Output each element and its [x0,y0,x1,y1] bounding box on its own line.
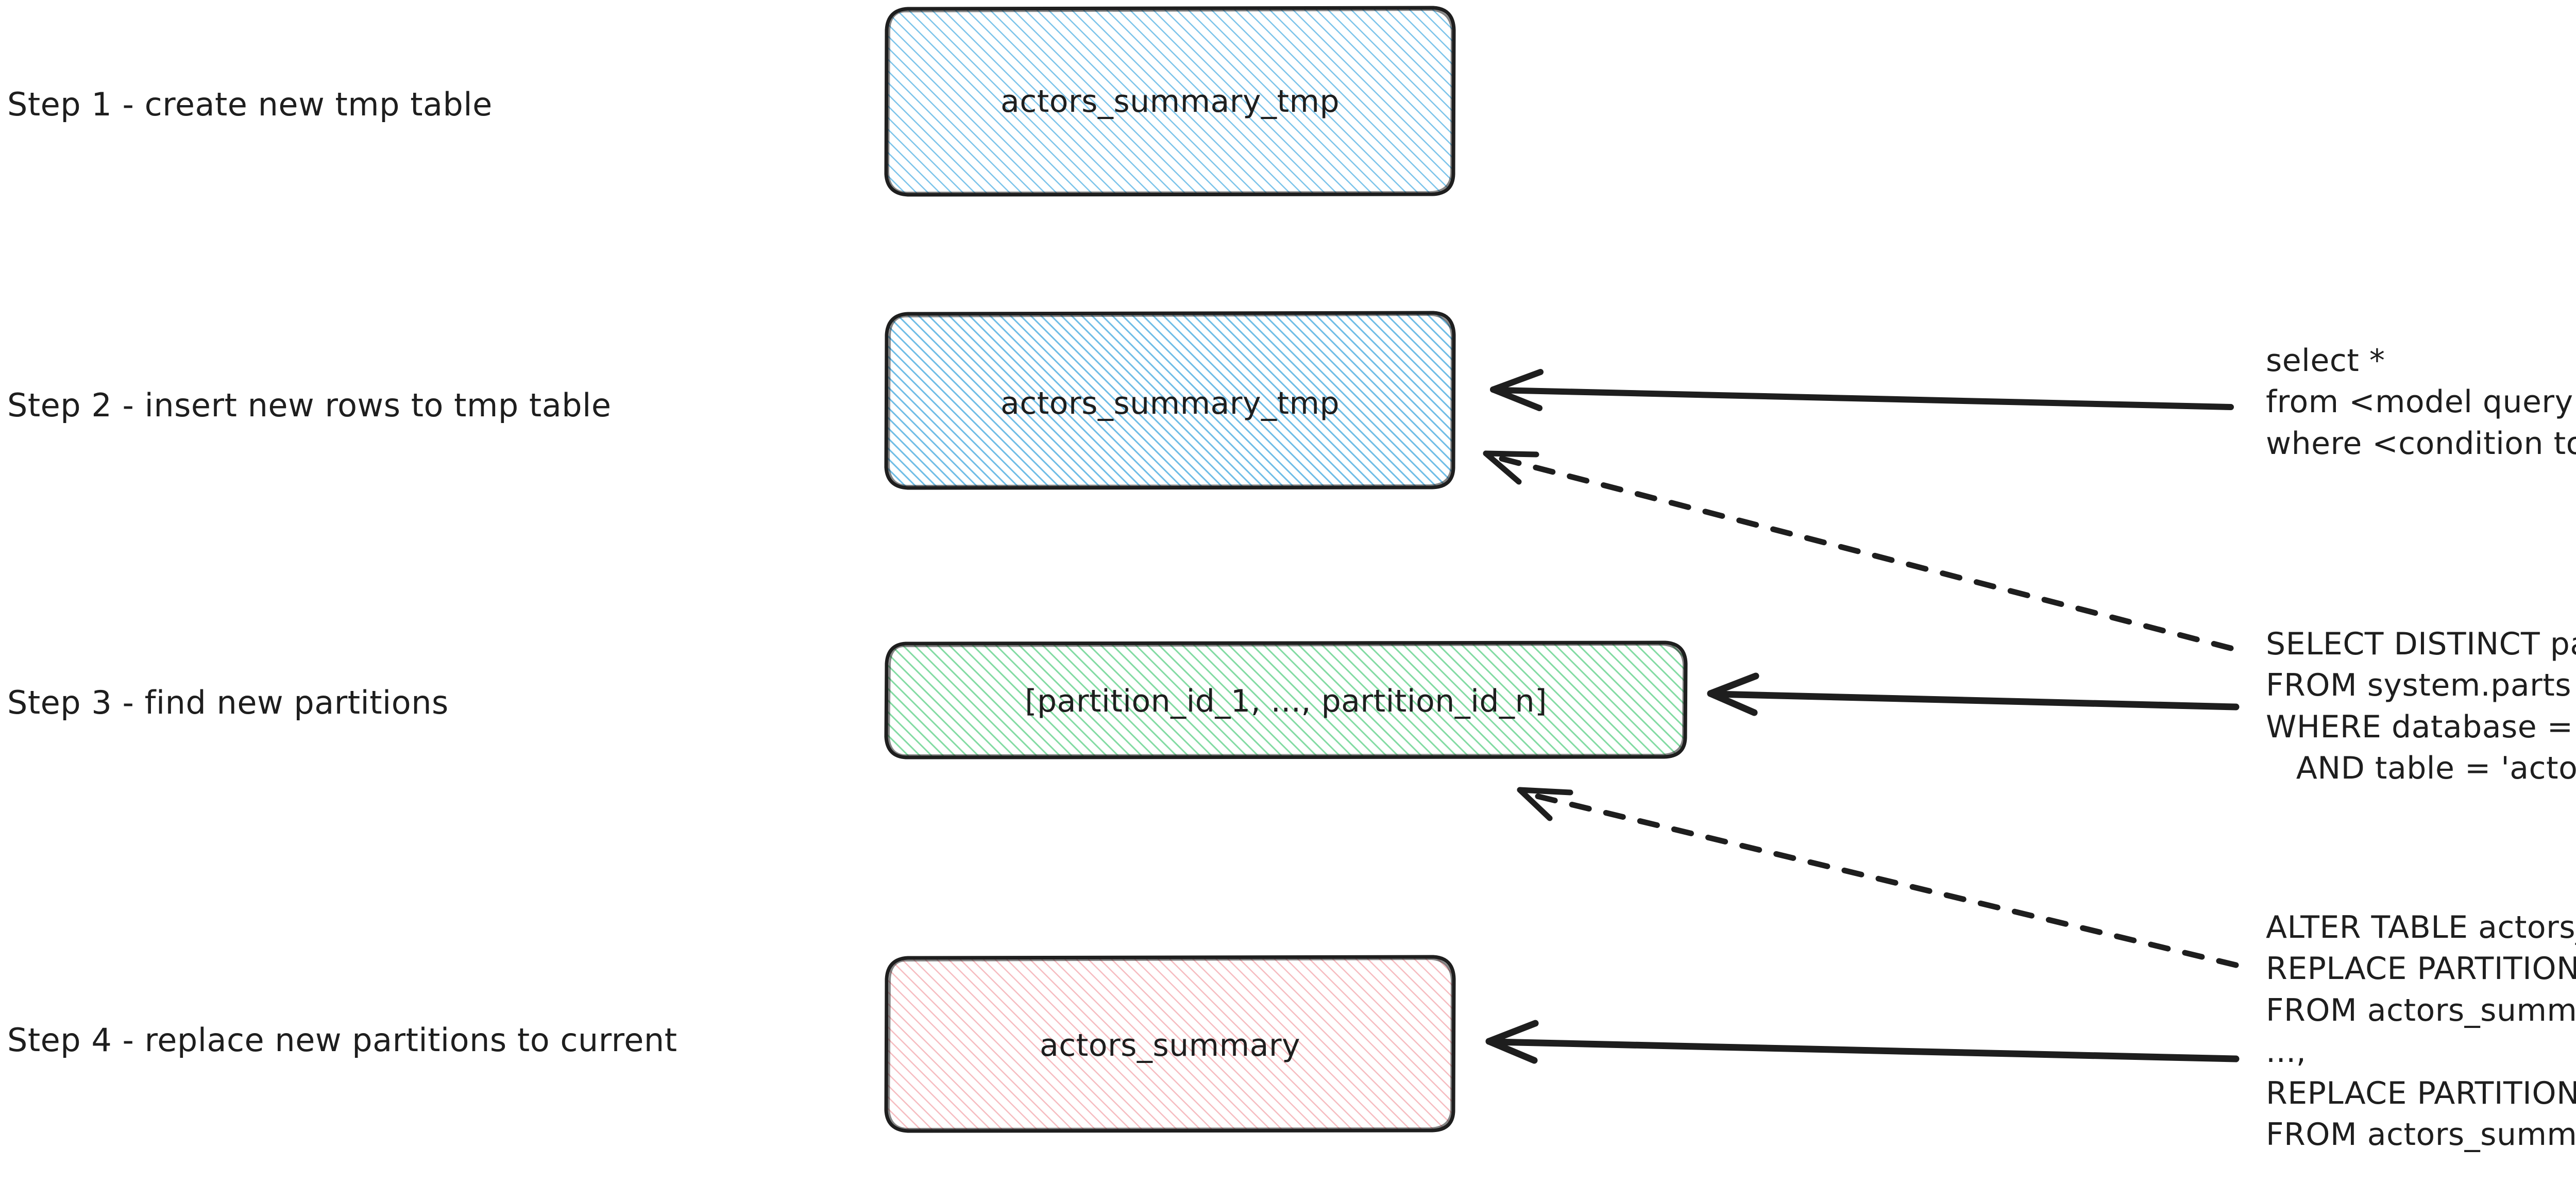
query-step-3-line-1: SELECT DISTINCT partition_id [2266,626,2576,662]
query-step-4-line-3: FROM actors_summary_tmp, [2266,992,2576,1028]
query-step-4-line-6: FROM actors_summary_tmp, [2266,1116,2576,1153]
node-partitions-label: [partition_id_1, ..., partition_id_n] [1025,683,1547,719]
query-step-3-line-4: AND table = 'actors_summary_tmp' [2296,750,2576,787]
node-tmp-2-label: actors_summary_tmp [1000,385,1340,421]
step-label-1: Step 1 - create new tmp table [7,86,493,123]
query-step-4-line-1: ALTER TABLE actors_summary [2266,909,2576,945]
node-tmp-1-label: actors_summary_tmp [1000,83,1340,120]
query-step-2-line-3: where <condition to identify new> [2266,425,2576,462]
query-step-3-line-3: WHERE database = <database> [2266,708,2573,745]
query-step-2-line-1: select * [2266,343,2385,379]
query-step-4-line-2: REPLACE PARTITION partition_id_1 [2266,951,2576,987]
query-step-2-line-2: from <model query> [2266,384,2576,420]
step-label-4: Step 4 - replace new partitions to curre… [7,1021,677,1059]
arrow-query4-to-summary [1485,1020,2240,1064]
query-step-3-line-2: FROM system.parts [2266,667,2572,704]
arrow-query3-to-tmp2 [1483,450,2234,651]
arrow-query3-to-partitions [1707,672,2240,716]
arrow-query2-to-tmp2 [1490,369,2234,411]
query-step-2-text: select * from <model query> where <condi… [2266,340,2576,464]
query-step-4-line-4: ..., [2266,1034,2307,1070]
node-summary-label: actors_summary [1039,1027,1301,1063]
step-label-3: Step 3 - find new partitions [7,684,449,721]
query-step-3-text: SELECT DISTINCT partition_id FROM system… [2266,623,2576,789]
query-step-4-text: ALTER TABLE actors_summary REPLACE PARTI… [2266,907,2576,1155]
step-label-2: Step 2 - insert new rows to tmp table [7,386,612,424]
query-step-4-line-5: REPLACE PARTITION partition_id_n [2266,1075,2576,1111]
arrow-query4-to-partitions [1517,787,2239,968]
